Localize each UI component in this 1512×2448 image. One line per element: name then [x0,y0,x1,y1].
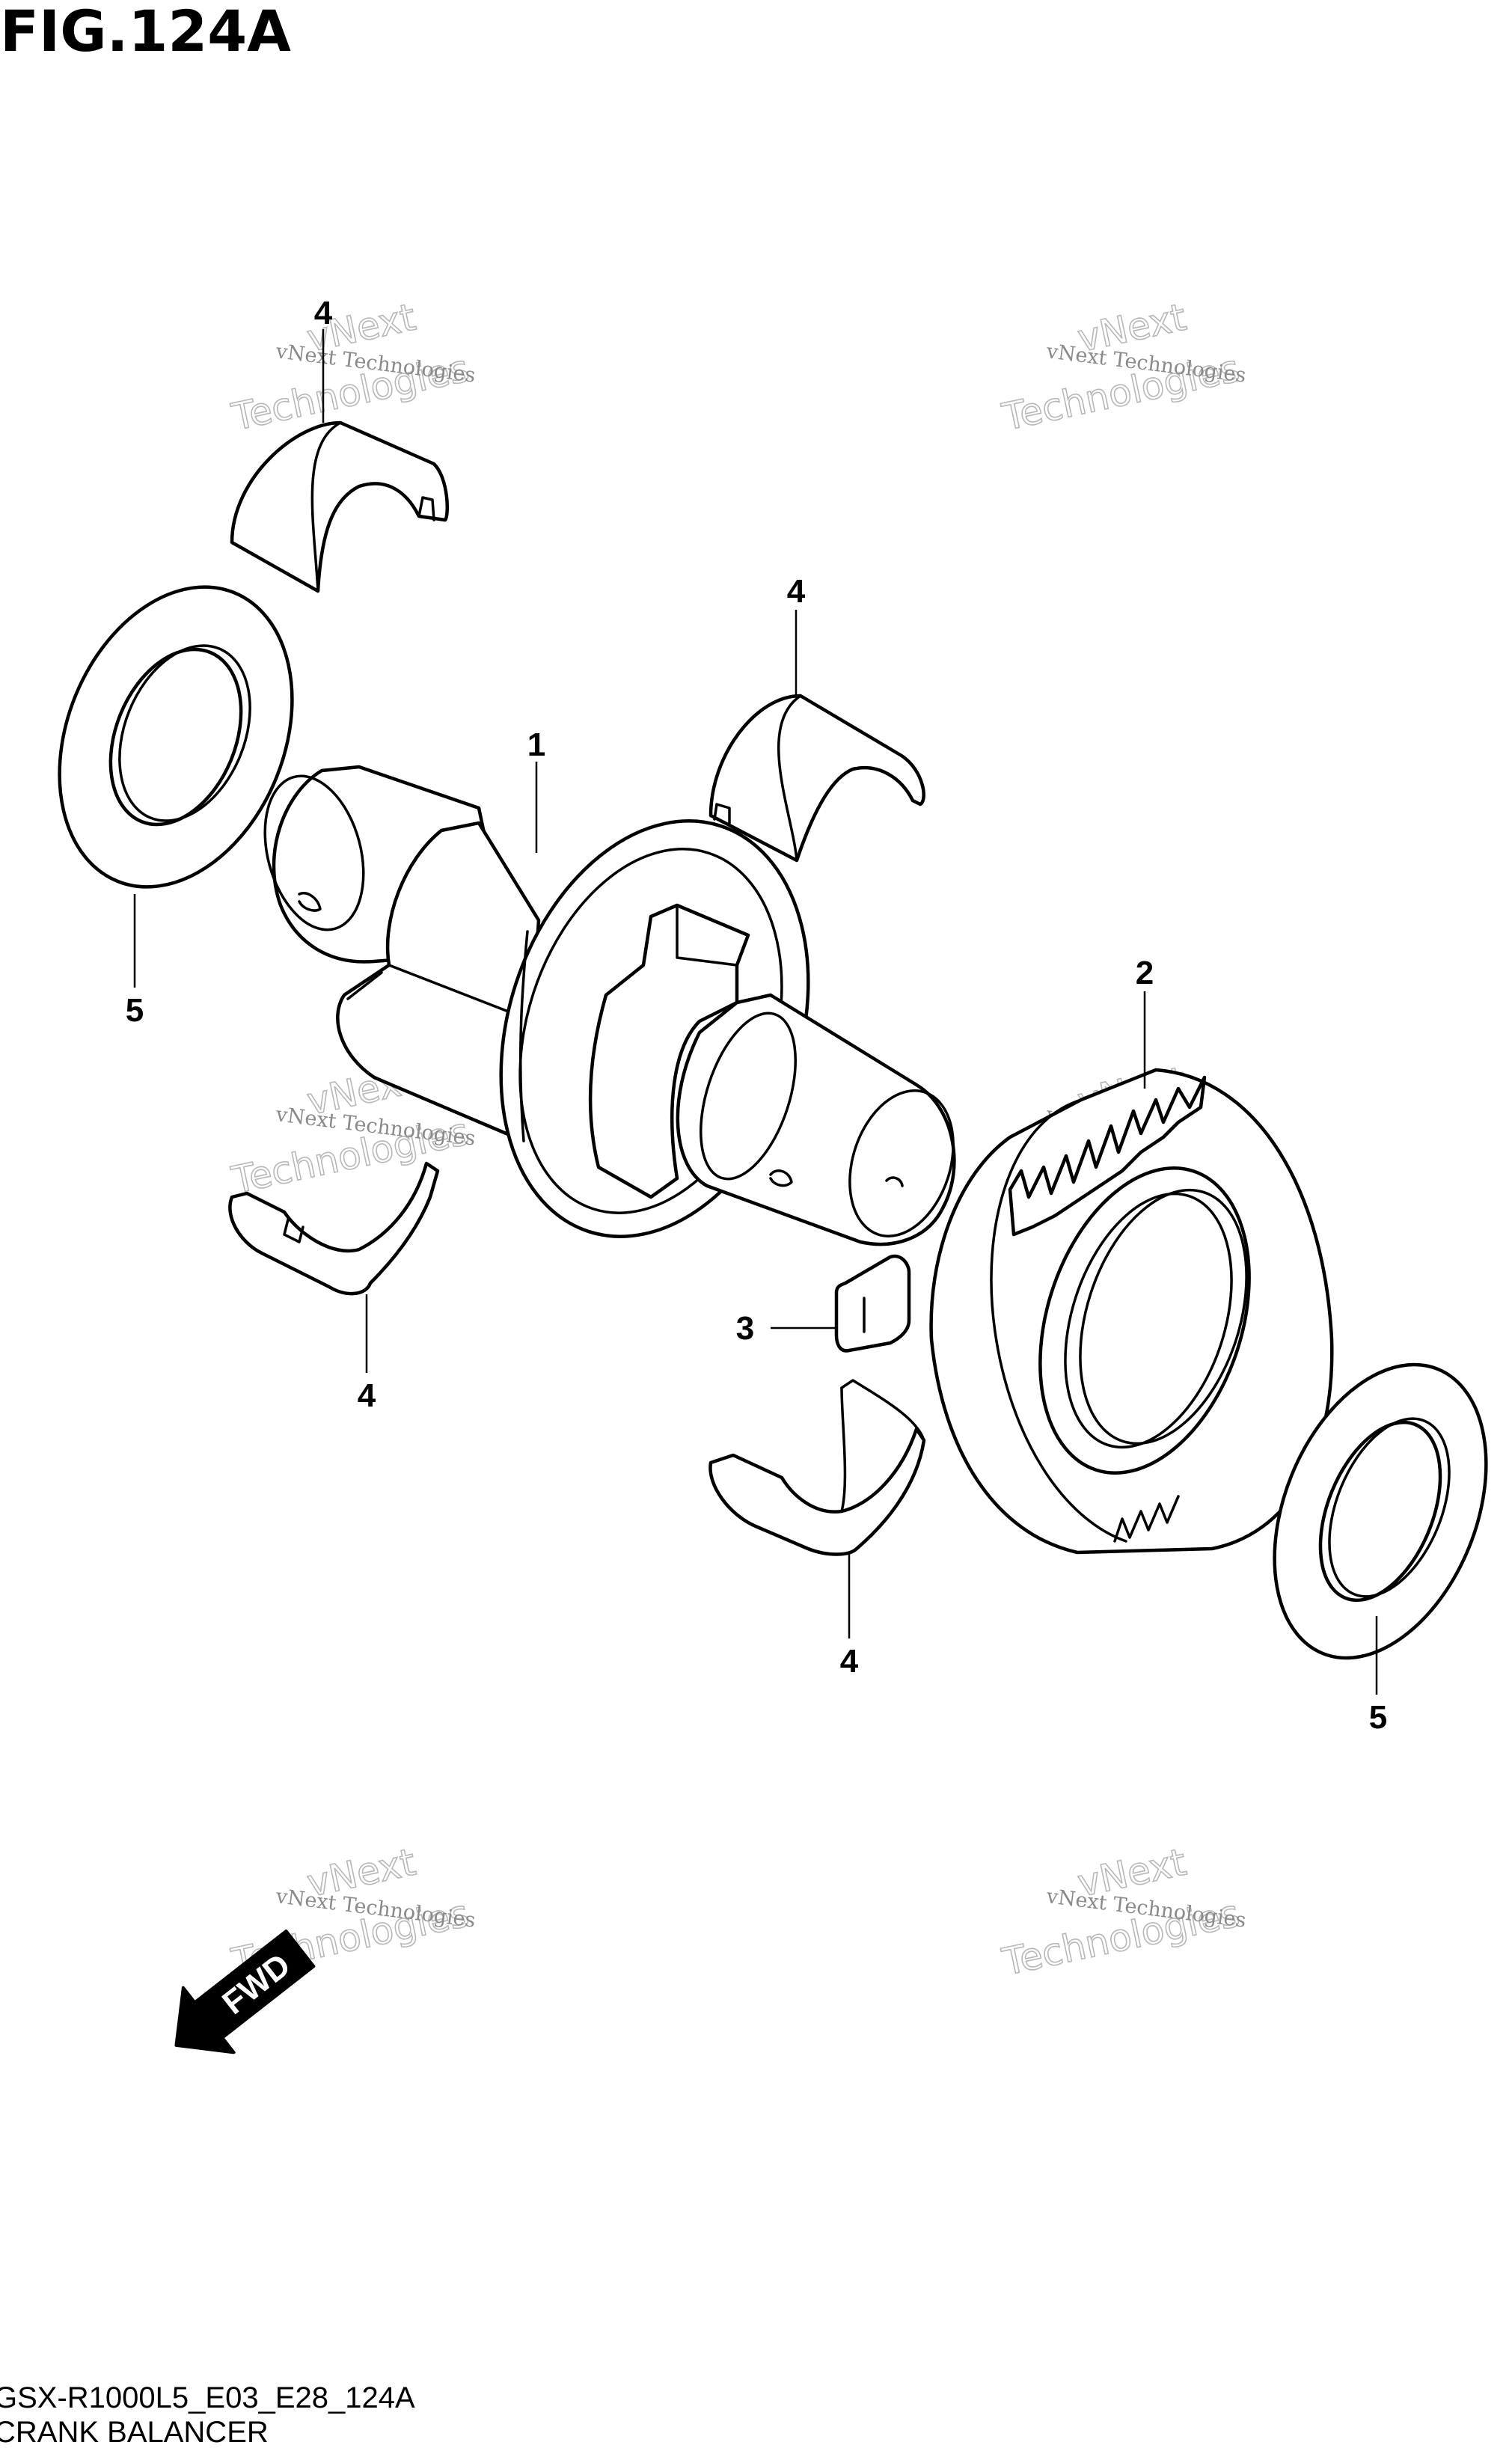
callout-4-top-left[interactable]: 4 [314,295,333,331]
balancer-shaft[interactable] [249,765,971,1277]
figure-title: FIG.124A [0,0,291,64]
bearing-shell-top-left[interactable] [230,420,449,593]
callout-4-bottom-left[interactable]: 4 [358,1377,376,1414]
bearing-shell-bottom-right[interactable] [708,1379,926,1556]
callout-5-right[interactable]: 5 [1369,1699,1387,1736]
figure-name: CRANK BALANCER [0,2416,269,2448]
callout-4-top-right[interactable]: 4 [787,573,806,610]
key[interactable] [834,1254,911,1353]
bearing-shell-top-right[interactable] [708,694,925,863]
leader-lines [133,329,1378,1695]
washer-right[interactable] [1234,1333,1512,1689]
callout-2[interactable]: 2 [1136,955,1154,991]
callout-5-left[interactable]: 5 [126,992,144,1029]
bearing-shell-bottom-left[interactable] [228,1161,440,1296]
callout-4-bottom-right[interactable]: 4 [840,1643,859,1680]
callout-1[interactable]: 1 [527,726,545,763]
figure-code: GSX-R1000L5_E03_E28_124A [0,2381,415,2414]
washer-left[interactable] [17,552,335,922]
watermark-bottom-right: vNext Technologies vNext Technologies [998,1840,1247,1985]
callout-3[interactable]: 3 [736,1310,754,1347]
watermark-top-left: vNext Technologies vNext Technologies [227,295,477,440]
driven-gear[interactable] [929,1068,1334,1555]
watermark-top-right: vNext Technologies vNext Technologies [998,295,1247,440]
